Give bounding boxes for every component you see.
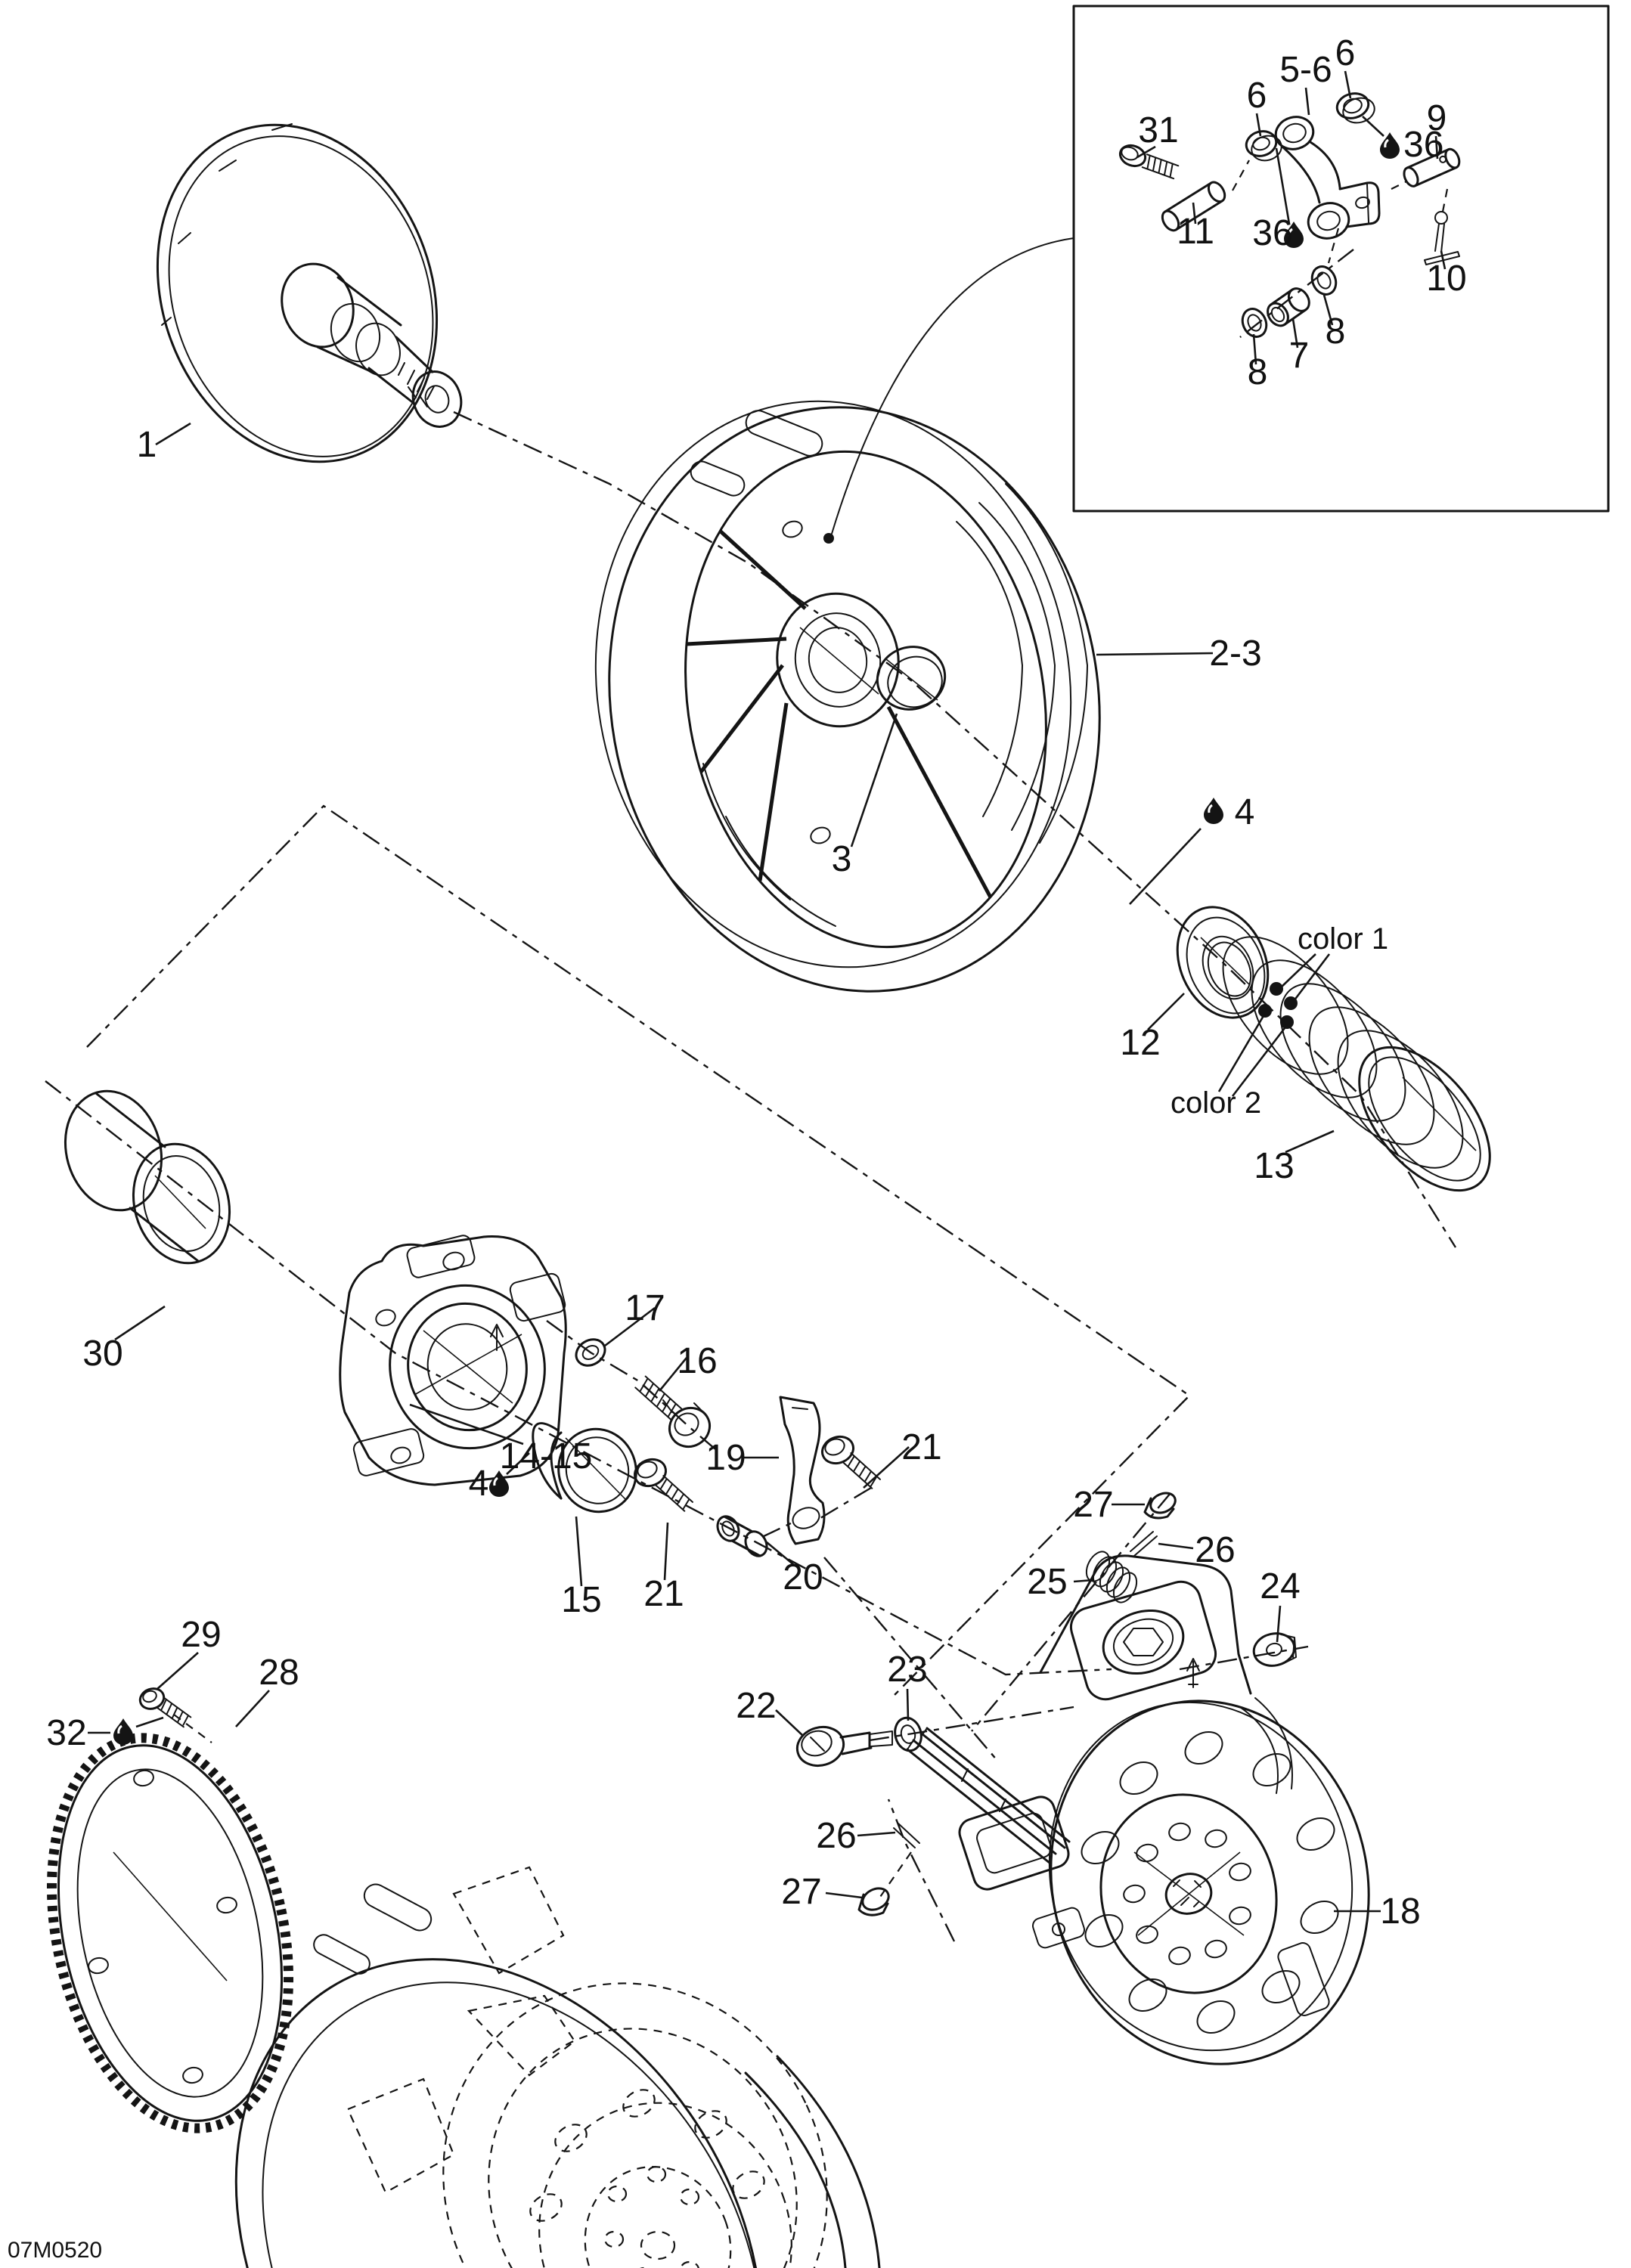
callout-15: 15 bbox=[561, 1580, 601, 1620]
color-2-dot bbox=[1258, 1004, 1272, 1018]
part-10-cotter-pin bbox=[1424, 211, 1460, 265]
part-24-nut bbox=[1252, 1632, 1297, 1667]
spline-teeth bbox=[398, 362, 435, 407]
part-8-washer-right bbox=[1310, 265, 1338, 296]
callout-30: 30 bbox=[82, 1334, 122, 1374]
part-2-3-fixed-sheave bbox=[594, 400, 1101, 993]
callout-20: 20 bbox=[783, 1557, 823, 1597]
callout-29: 29 bbox=[181, 1615, 221, 1655]
callout-18: 18 bbox=[1380, 1892, 1420, 1932]
part-15-bushing bbox=[532, 1422, 637, 1514]
part-11-pin bbox=[1161, 181, 1226, 232]
color-1-dot bbox=[1270, 982, 1283, 996]
part-27-cap-upper bbox=[1143, 1492, 1177, 1520]
callout-3: 3 bbox=[832, 839, 852, 879]
callout-27-b: 27 bbox=[781, 1872, 821, 1912]
callout-22: 22 bbox=[736, 1686, 776, 1726]
color-1-label: color 1 bbox=[1298, 922, 1388, 956]
part-21-bolt-left bbox=[634, 1458, 693, 1512]
callout-25: 25 bbox=[1027, 1562, 1067, 1602]
part-26-pin-lower bbox=[893, 1823, 920, 1848]
color-2-label: color 2 bbox=[1171, 1086, 1261, 1120]
disc-holes bbox=[1081, 1731, 1339, 2034]
part-22-bolt bbox=[795, 1725, 893, 1768]
direction-arrow-icon bbox=[490, 1324, 504, 1351]
part-5-6-lever-arm bbox=[1274, 116, 1381, 240]
callout-28: 28 bbox=[259, 1653, 299, 1693]
callout-10: 10 bbox=[1426, 259, 1466, 299]
oil-drop-icon bbox=[1284, 222, 1304, 248]
part-18-clutch-assembly bbox=[906, 1554, 1370, 2065]
callout-26-a: 26 bbox=[1195, 1530, 1235, 1570]
callout-4-a: 4 bbox=[1235, 792, 1255, 832]
part-9-clevis-pin bbox=[1403, 147, 1461, 187]
callout-6-b: 6 bbox=[1335, 33, 1356, 73]
callout-14-15: 14-15 bbox=[500, 1436, 593, 1476]
callout-2-3: 2-3 bbox=[1209, 634, 1261, 674]
hidden-internals bbox=[346, 1866, 828, 2268]
ramp-fins bbox=[956, 483, 1088, 844]
callout-4-b: 4 bbox=[469, 1464, 489, 1504]
part-17-washer bbox=[575, 1338, 606, 1367]
part-3-ring bbox=[876, 646, 947, 711]
part-19-lever bbox=[779, 1396, 826, 1545]
inset-detail-box bbox=[831, 5, 1610, 534]
part-1-sliding-sheave bbox=[156, 123, 463, 463]
part-6-bushing-right bbox=[1335, 92, 1375, 124]
part-20-roller bbox=[716, 1515, 768, 1557]
part-28-ring-gear bbox=[46, 1733, 294, 2133]
part-27-cap-lower bbox=[857, 1887, 890, 1916]
oil-drop-icons bbox=[113, 132, 1400, 1745]
callout-12: 12 bbox=[1120, 1023, 1160, 1063]
oil-drop-icon bbox=[1204, 798, 1223, 824]
callout-9: 9 bbox=[1427, 98, 1447, 138]
detail-reference-dot bbox=[823, 533, 834, 544]
callout-7: 7 bbox=[1289, 336, 1310, 376]
callout-26-b: 26 bbox=[816, 1816, 856, 1856]
callout-21-b: 21 bbox=[901, 1427, 941, 1467]
rim-tabs bbox=[161, 123, 293, 326]
part-12-washer bbox=[1176, 906, 1270, 1019]
color-2-dot bbox=[1280, 1015, 1294, 1029]
callout-27-a: 27 bbox=[1073, 1485, 1113, 1525]
callout-24: 24 bbox=[1260, 1566, 1300, 1606]
oil-drop-icon bbox=[489, 1470, 509, 1497]
callout-19: 19 bbox=[705, 1438, 746, 1478]
spokes bbox=[685, 529, 993, 899]
callout-13: 13 bbox=[1254, 1146, 1294, 1186]
leader-lines bbox=[88, 70, 1447, 1913]
callout-32: 32 bbox=[46, 1713, 86, 1753]
assembled-pulley-phantom-view bbox=[234, 1866, 881, 2268]
oil-drop-icon bbox=[1380, 132, 1400, 159]
part-16-socket-screw bbox=[634, 1375, 712, 1448]
callout-8-b: 8 bbox=[1248, 352, 1268, 392]
drawing-code: 07M0520 bbox=[8, 2238, 102, 2263]
detail-callout-curve bbox=[831, 237, 1074, 534]
callout-36-b: 36 bbox=[1252, 213, 1292, 253]
callout-1: 1 bbox=[137, 425, 157, 465]
inner-disc-holes bbox=[1123, 1822, 1251, 1966]
callout-31: 31 bbox=[1138, 110, 1178, 150]
callout-16: 16 bbox=[677, 1341, 717, 1381]
callout-6-a: 6 bbox=[1247, 76, 1267, 116]
part-23-washer bbox=[894, 1716, 922, 1752]
callout-17: 17 bbox=[625, 1288, 665, 1328]
part-8-washer-left bbox=[1241, 308, 1268, 338]
callout-23: 23 bbox=[887, 1650, 927, 1690]
part-30-sleeve bbox=[64, 1089, 231, 1265]
part-31-screw bbox=[1118, 144, 1180, 180]
oil-drop-icon bbox=[113, 1718, 133, 1745]
callout-5-6: 5-6 bbox=[1279, 50, 1332, 90]
callout-8-a: 8 bbox=[1326, 311, 1346, 352]
part-29-screw bbox=[138, 1687, 192, 1728]
callout-11: 11 bbox=[1177, 212, 1214, 252]
part-21-bolt-right bbox=[821, 1435, 881, 1489]
callout-36-a: 36 bbox=[1403, 125, 1443, 165]
part-14-15-hub bbox=[339, 1235, 567, 1486]
direction-arrow-icon bbox=[1186, 1658, 1200, 1688]
callout-21-a: 21 bbox=[643, 1574, 684, 1614]
part-7-roller bbox=[1267, 287, 1310, 327]
part-26-pin-upper bbox=[1130, 1531, 1158, 1557]
